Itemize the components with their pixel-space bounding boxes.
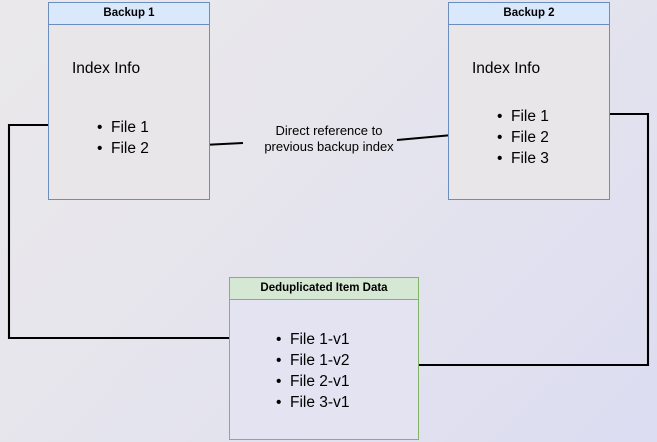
node-deduplicated-item-data-header: Deduplicated Item Data — [230, 278, 418, 300]
node-backup-2-file-list: File 1 File 2 File 3 — [497, 106, 549, 169]
list-item: File 2-v1 — [276, 371, 349, 392]
list-item: File 3-v1 — [276, 392, 349, 413]
node-backup-1[interactable]: Backup 1 Index Info File 1 File 2 — [48, 2, 210, 200]
list-item: File 1 — [97, 117, 149, 138]
list-item: File 1 — [497, 106, 549, 127]
node-backup-2-index-label: Index Info — [472, 60, 541, 77]
edge-label-direct-reference: Direct reference to previous backup inde… — [249, 123, 409, 155]
node-backup-2-header: Backup 2 — [449, 3, 609, 25]
list-item: File 1-v1 — [276, 329, 349, 350]
edge-label-line-2: previous backup index — [264, 139, 394, 154]
edge-label-line-1: Direct reference to — [275, 123, 383, 138]
node-backup-1-file-list: File 1 File 2 — [97, 117, 149, 159]
node-backup-2-body: Index Info File 1 File 2 File 3 — [449, 25, 609, 199]
node-backup-1-header: Backup 1 — [49, 3, 209, 25]
node-deduplicated-item-data[interactable]: Deduplicated Item Data File 1-v1 File 1-… — [229, 277, 419, 440]
node-deduplicated-item-data-body: File 1-v1 File 1-v2 File 2-v1 File 3-v1 — [230, 300, 418, 439]
list-item: File 3 — [497, 148, 549, 169]
node-backup-1-body: Index Info File 1 File 2 — [49, 25, 209, 199]
node-deduplicated-item-data-file-list: File 1-v1 File 1-v2 File 2-v1 File 3-v1 — [276, 329, 349, 413]
list-item: File 2 — [497, 127, 549, 148]
node-backup-2[interactable]: Backup 2 Index Info File 1 File 2 File 3 — [448, 2, 610, 200]
list-item: File 2 — [97, 138, 149, 159]
list-item: File 1-v2 — [276, 350, 349, 371]
node-backup-1-index-label: Index Info — [72, 60, 141, 77]
